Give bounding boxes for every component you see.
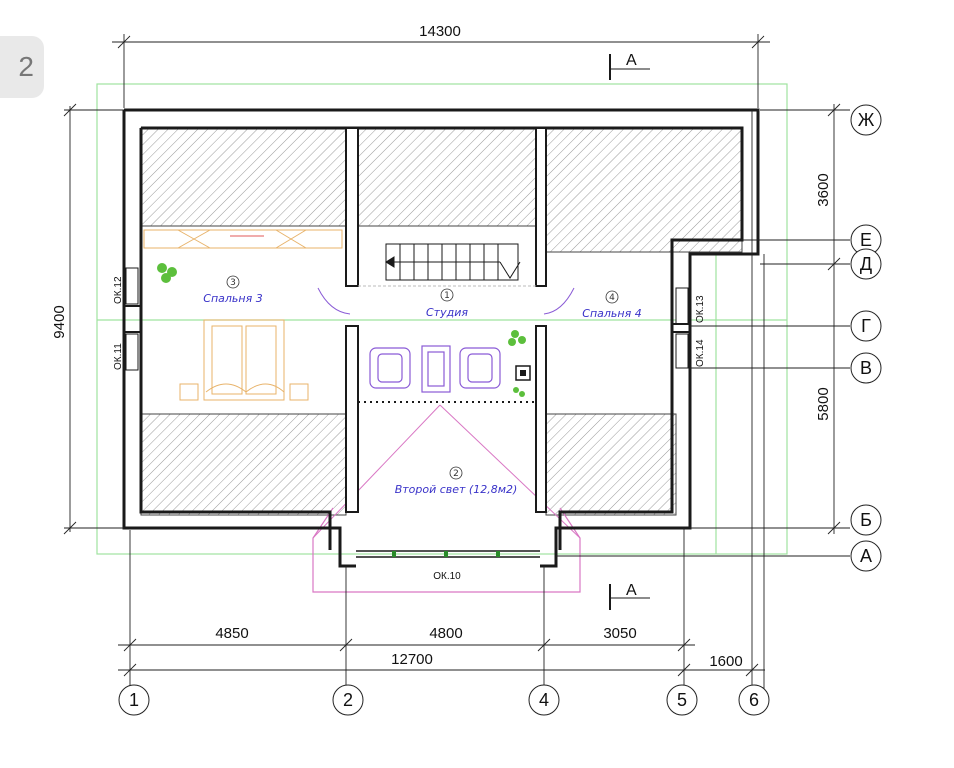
- svg-text:А: А: [626, 52, 637, 69]
- window-label-ok10: ОК.10: [433, 571, 461, 582]
- svg-text:2: 2: [453, 469, 459, 479]
- axis-bubble-row-a: А: [850, 540, 882, 572]
- axis-bubble-row-v: В: [850, 352, 882, 384]
- plant-icon: [157, 263, 526, 397]
- staircase: [385, 243, 521, 281]
- dormer-outline: [312, 507, 581, 593]
- dim-right-lower: 5800: [815, 387, 832, 420]
- image-index-badge: 2: [0, 36, 44, 98]
- window-label-ok13: ОК.13: [695, 295, 706, 323]
- room-tag-2: 2 Второй свет (12,8м2): [395, 466, 518, 496]
- svg-text:Б: Б: [860, 510, 872, 530]
- dim-bottom-c: 3050: [603, 625, 636, 642]
- dim-bottom-a: 4850: [215, 625, 248, 642]
- svg-text:4: 4: [609, 293, 615, 303]
- svg-text:Студия: Студия: [426, 306, 468, 319]
- svg-text:3: 3: [230, 278, 236, 288]
- window-label-ok14: ОК.14: [695, 339, 706, 367]
- svg-text:Г: Г: [861, 316, 871, 336]
- sofa-set: [369, 345, 501, 393]
- room-tag-3: 3 Спальня 3: [203, 275, 263, 305]
- room-tag-1: 1 Студия: [426, 288, 468, 319]
- svg-text:А: А: [626, 582, 637, 599]
- bed-bedroom-3: [179, 319, 309, 401]
- axis-bubble-col-2: 2: [332, 684, 364, 716]
- window-label-ok12: ОК.12: [113, 276, 124, 304]
- dim-bottom-b: 4800: [429, 625, 462, 642]
- axis-bubble-row-zh: Ж: [850, 104, 882, 136]
- dim-left-total: 9400: [51, 305, 68, 338]
- svg-text:1: 1: [444, 291, 450, 301]
- svg-text:Второй свет (12,8м2): Второй свет (12,8м2): [395, 483, 518, 496]
- interior-walls: [345, 127, 547, 513]
- axis-bubble-col-5: 5: [666, 684, 698, 716]
- svg-text:6: 6: [749, 690, 759, 710]
- svg-text:2: 2: [343, 690, 353, 710]
- dim-bottom-extra: 1600: [709, 653, 742, 670]
- stove-icon: [515, 365, 531, 381]
- hatched-areas: [140, 127, 743, 516]
- dimension-lines: [63, 34, 850, 690]
- svg-text:А: А: [860, 546, 872, 566]
- dim-right-upper: 3600: [815, 173, 832, 206]
- svg-text:4: 4: [539, 690, 549, 710]
- svg-text:В: В: [860, 358, 872, 378]
- axis-bubble-col-6: 6: [738, 684, 770, 716]
- window-label-ok11: ОК.11: [113, 343, 124, 370]
- svg-text:Д: Д: [860, 254, 872, 274]
- svg-text:Спальня 3: Спальня 3: [203, 292, 262, 305]
- svg-text:Е: Е: [860, 230, 872, 250]
- dim-bottom-total: 12700: [391, 651, 433, 668]
- exterior-walls: [122, 108, 760, 568]
- axis-bubble-row-e: Е: [850, 224, 882, 256]
- axis-bubble-col-4: 4: [528, 684, 560, 716]
- dim-top-total: 14300: [419, 23, 461, 40]
- svg-text:5: 5: [677, 690, 687, 710]
- svg-text:1: 1: [129, 690, 139, 710]
- section-mark-bottom: А: [609, 582, 650, 610]
- axis-bubble-row-b: Б: [850, 504, 882, 536]
- wardrobe-bedroom-3: [143, 229, 343, 249]
- door-arcs: [317, 285, 575, 315]
- section-mark-top: А: [609, 52, 650, 80]
- svg-text:Спальня 4: Спальня 4: [582, 307, 641, 320]
- balcony-window: [356, 550, 540, 558]
- axis-bubble-row-g: Г: [850, 310, 882, 342]
- axis-bubble-row-d: Д: [850, 248, 882, 280]
- svg-text:Ж: Ж: [858, 110, 875, 130]
- axis-bubble-col-1: 1: [118, 684, 150, 716]
- side-windows: [123, 267, 691, 371]
- room-tag-4: 4 Спальня 4: [582, 290, 642, 320]
